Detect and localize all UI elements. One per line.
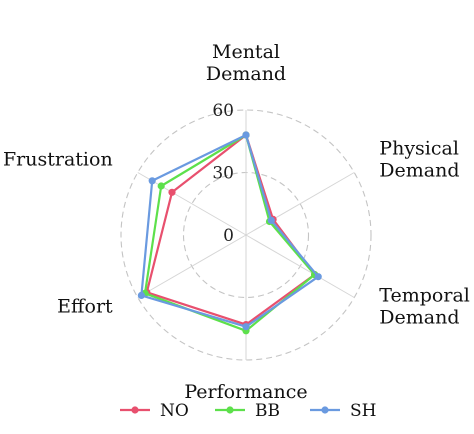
axis-labels: MentalDemandPhysicalDemandTemporalDemand…	[3, 41, 470, 403]
legend-swatch-marker-bb	[226, 406, 234, 414]
point-bb-frustration	[157, 182, 165, 190]
axis-label-physical-demand-line-1: Physical	[379, 138, 459, 160]
axis-label-temporal-demand-line-1: Temporal	[379, 285, 470, 307]
legend: NO BB SH	[120, 401, 376, 421]
point-sh-performance	[242, 323, 250, 331]
axis-label-mental-demand-line-1: Mental	[212, 41, 280, 63]
axis-line-frustration	[137, 172, 247, 236]
point-sh-effort	[137, 291, 145, 299]
legend-swatch-marker-no	[131, 406, 139, 414]
legend-item-bb: BB	[215, 401, 280, 421]
legend-label-bb: BB	[255, 401, 280, 421]
tick-label-0: 0	[223, 226, 234, 246]
legend-swatch-marker-sh	[321, 406, 329, 414]
series-sh	[137, 131, 322, 331]
point-sh-frustration	[148, 177, 156, 185]
tick-label-60: 60	[212, 101, 234, 121]
legend-item-no: NO	[120, 401, 189, 421]
legend-label-no: NO	[160, 401, 189, 421]
point-sh-temporal-demand	[314, 273, 322, 281]
point-sh-mental-demand	[242, 131, 250, 139]
radial-tick-labels: 0 30 60	[212, 101, 234, 246]
axis-label-performance-line-1: Performance	[184, 381, 307, 403]
axis-label-frustration-line-1: Frustration	[3, 149, 113, 171]
axis-label-temporal-demand-line-2: Demand	[379, 307, 459, 329]
axis-line-physical-demand	[245, 172, 355, 236]
grid-ring-60	[120, 109, 372, 361]
radar-series	[137, 131, 322, 335]
axis-line-temporal-demand	[245, 234, 355, 298]
axis-label-mental-demand-line-2: Demand	[206, 63, 286, 85]
axis-line-effort	[137, 234, 247, 298]
legend-item-sh: SH	[310, 401, 376, 421]
point-sh-physical-demand	[267, 216, 275, 224]
axis-label-physical-demand-line-2: Demand	[379, 160, 459, 182]
radar-axis-lines	[137, 110, 355, 360]
point-no-frustration	[168, 188, 176, 196]
tick-label-30: 30	[212, 164, 234, 184]
legend-label-sh: SH	[350, 401, 376, 421]
axis-label-effort-line-1: Effort	[57, 296, 113, 318]
